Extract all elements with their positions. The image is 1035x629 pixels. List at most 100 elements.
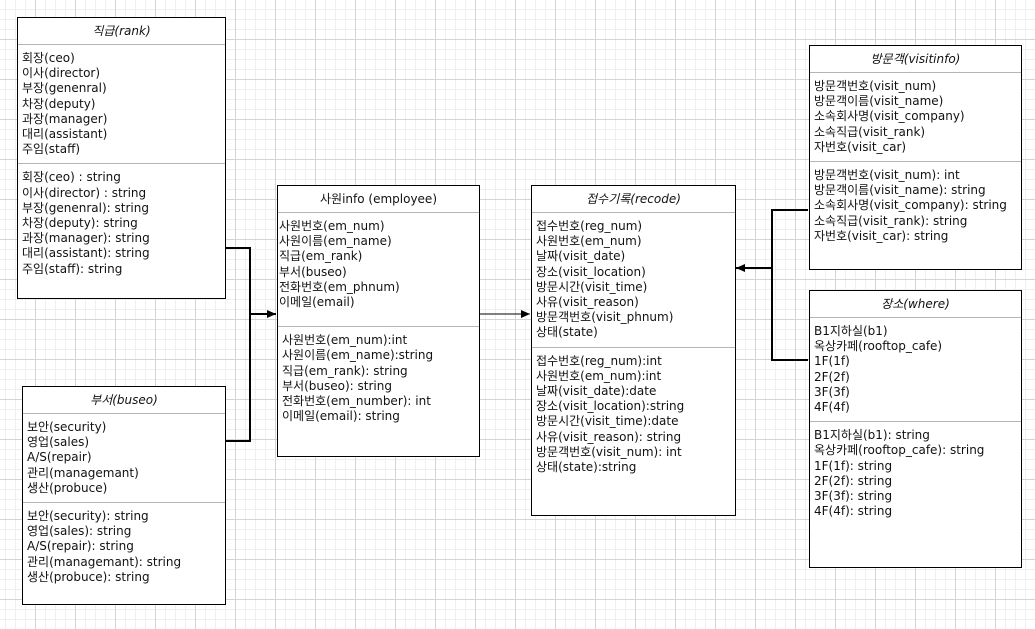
attribute-line: 1F(1f): string bbox=[814, 458, 893, 473]
attribute-line: 접수번호(reg_num):int bbox=[536, 353, 662, 368]
attribute-line: 방문객이름(visit_name) bbox=[814, 94, 944, 109]
buseo-title: 부서(buseo) bbox=[23, 387, 225, 414]
attribute-line: 사원번호(em_num):int bbox=[536, 368, 662, 383]
attribute-line: 영업(sales) bbox=[27, 435, 90, 450]
attribute-line: 차장(deputy) bbox=[22, 96, 96, 111]
attribute-line: 방문시간(visit_time) bbox=[536, 279, 648, 294]
attribute-line: 사원번호(em_num) bbox=[279, 219, 385, 233]
attribute-line: 1F(1f) bbox=[814, 354, 850, 369]
attribute-line: 사원이름(em_name):string bbox=[282, 348, 434, 363]
attribute-line: 보안(security): string bbox=[27, 509, 149, 524]
attribute-line: 대리(assistant): string bbox=[22, 246, 150, 261]
attribute-line: 부서(buseo) bbox=[279, 264, 347, 279]
rank-to-employee-connector bbox=[226, 247, 251, 314]
attribute-line: 생산(probuce) bbox=[27, 480, 108, 495]
attribute-line: 2F(2f): string bbox=[814, 473, 893, 488]
attribute-line: 전화번호(em_phnum) bbox=[279, 279, 400, 294]
attribute-line: 2F(2f) bbox=[814, 369, 850, 384]
attribute-line: 부장(genenral) bbox=[22, 81, 107, 96]
where-to-recode-connector bbox=[771, 268, 808, 361]
attribute-line: 사유(visit_reason): string bbox=[536, 429, 682, 444]
attribute-line: 방문객이름(visit_name): string bbox=[814, 183, 986, 198]
attribute-line: 방문객번호(visit_phnum) bbox=[536, 310, 674, 325]
attribute-line: 자번호(visit_car) bbox=[814, 139, 907, 154]
attribute-line: B1지하실(b1) bbox=[814, 324, 888, 338]
employee-title: 사원info (employee) bbox=[278, 186, 479, 213]
where-attribute-list: B1지하실(b1)옥상카페(rooftop_cafe)1F(1f)2F(2f)3… bbox=[810, 318, 1021, 415]
attribute-line: 과장(manager): string bbox=[22, 231, 150, 246]
employee-attribute-list: 사원번호(em_num)사원이름(em_name)직급(em_rank)부서(b… bbox=[278, 213, 479, 310]
visitinfo-title: 방문객(visitinfo) bbox=[810, 46, 1021, 73]
buseo-entity[interactable]: 부서(buseo) 보안(security)영업(sales)A/S(repai… bbox=[22, 386, 226, 605]
recode-title: 접수기록(recode) bbox=[532, 186, 735, 213]
attribute-line: 사원이름(em_name) bbox=[279, 234, 392, 249]
attribute-line: 3F(3f): string bbox=[814, 489, 893, 504]
attribute-line: 4F(4f) bbox=[814, 400, 850, 415]
attribute-line: 보안(security) bbox=[27, 420, 107, 434]
attribute-line: 소속회사명(visit_company) bbox=[814, 109, 965, 124]
attribute-line: 방문객번호(visit_num): int bbox=[536, 444, 682, 459]
where-title: 장소(where) bbox=[810, 291, 1021, 318]
attribute-line: 옥상카페(rooftop_cafe): string bbox=[814, 443, 985, 458]
attribute-line: 사유(visit_reason) bbox=[536, 295, 639, 310]
attribute-line: 관리(managemant): string bbox=[27, 554, 182, 569]
attribute-line: 방문객번호(visit_num): int bbox=[814, 168, 960, 183]
attribute-line: 3F(3f) bbox=[814, 384, 850, 399]
attribute-line: 주임(staff): string bbox=[22, 261, 123, 276]
rank-title: 직급(rank) bbox=[18, 18, 225, 45]
attribute-line: 접수번호(reg_num) bbox=[536, 219, 643, 233]
attribute-line: 소속직급(visit_rank): string bbox=[814, 213, 968, 228]
attribute-line: 주임(staff) bbox=[22, 142, 81, 157]
attribute-line: 회장(ceo) : string bbox=[22, 170, 121, 185]
attribute-line: 부장(genenral): string bbox=[22, 200, 149, 215]
attribute-line: 날짜(visit_date) bbox=[536, 249, 626, 264]
employee-entity[interactable]: 사원info (employee) 사원번호(em_num)사원이름(em_na… bbox=[277, 185, 480, 457]
attribute-line: 부서(buseo): string bbox=[282, 378, 392, 393]
attribute-line: 직급(em_rank) bbox=[279, 249, 363, 264]
attribute-line: 자번호(visit_car): string bbox=[814, 228, 949, 243]
rank-entity[interactable]: 직급(rank) 회장(ceo)이사(director)부장(genenral)… bbox=[17, 17, 226, 299]
attribute-line: 관리(managemant) bbox=[27, 465, 139, 480]
attribute-line: A/S(repair): string bbox=[27, 539, 134, 554]
rank-attribute-list: 회장(ceo)이사(director)부장(genenral)차장(deputy… bbox=[18, 45, 225, 157]
attribute-line: 장소(visit_location):string bbox=[536, 399, 685, 414]
attribute-line: 회장(ceo) bbox=[22, 51, 75, 65]
attribute-line: 직급(em_rank): string bbox=[282, 363, 408, 378]
buseo-to-employee-connector bbox=[226, 310, 276, 442]
attribute-line: 소속회사명(visit_company): string bbox=[814, 198, 1007, 213]
attribute-line: 사원번호(em_num):int bbox=[282, 333, 408, 348]
attribute-line: 사원번호(em_num) bbox=[536, 234, 642, 249]
recode-attribute-list: 접수번호(reg_num)사원번호(em_num)날짜(visit_date)장… bbox=[532, 213, 735, 341]
attribute-line: 방문객번호(visit_num) bbox=[814, 79, 937, 93]
where-entity[interactable]: 장소(where) B1지하실(b1)옥상카페(rooftop_cafe)1F(… bbox=[809, 290, 1022, 568]
attribute-line: 소속직급(visit_rank) bbox=[814, 124, 926, 139]
attribute-line: 4F(4f): string bbox=[814, 504, 893, 519]
attribute-line: 날짜(visit_date):date bbox=[536, 384, 657, 399]
buseo-attribute-list: 보안(security)영업(sales)A/S(repair)관리(manag… bbox=[23, 414, 225, 496]
attribute-line: 이사(director) bbox=[22, 66, 101, 81]
attribute-line: 과장(manager) bbox=[22, 111, 108, 126]
attribute-line: 방문시간(visit_time):date bbox=[536, 414, 679, 429]
attribute-line: 차장(deputy): string bbox=[22, 216, 138, 231]
visitinfo-attribute-list: 방문객번호(visit_num)방문객이름(visit_name)소속회사명(v… bbox=[810, 73, 1021, 155]
attribute-line: 상태(state):string bbox=[536, 460, 637, 475]
attribute-line: 이메일(email) bbox=[279, 295, 355, 310]
attribute-line: 이메일(email): string bbox=[282, 409, 400, 424]
attribute-line: B1지하실(b1): string bbox=[814, 428, 930, 443]
attribute-line: 상태(state) bbox=[536, 325, 598, 340]
attribute-line: 옥상카페(rooftop_cafe) bbox=[814, 339, 943, 354]
visitinfo-entity[interactable]: 방문객(visitinfo) 방문객번호(visit_num)방문객이름(vis… bbox=[809, 45, 1022, 270]
attribute-line: 생산(probuce): string bbox=[27, 569, 150, 584]
attribute-line: 이사(director) : string bbox=[22, 185, 147, 200]
attribute-line: 대리(assistant) bbox=[22, 127, 108, 142]
recode-entity[interactable]: 접수기록(recode) 접수번호(reg_num)사원번호(em_num)날짜… bbox=[531, 185, 736, 516]
attribute-line: 장소(visit_location) bbox=[536, 264, 646, 279]
visitinfo-to-recode-connector bbox=[736, 209, 808, 272]
attribute-line: 영업(sales): string bbox=[27, 524, 132, 539]
